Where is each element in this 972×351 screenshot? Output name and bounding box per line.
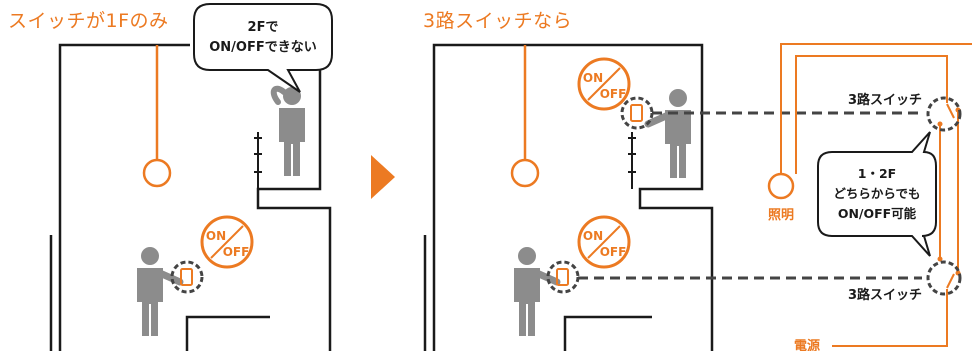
wiring — [780, 43, 972, 347]
three-way-switch-upper-icon — [926, 96, 962, 132]
power-label: 電源 — [794, 338, 820, 351]
left-badge-off: OFF — [223, 245, 250, 259]
switch-upper-label: 3路スイッチ — [848, 92, 922, 108]
switch-contacts — [937, 107, 961, 276]
arrow-right-icon — [371, 155, 395, 199]
right-person-1f-icon — [514, 247, 561, 336]
light-label: 照明 — [768, 208, 794, 223]
right-badge-lower-on: ON — [583, 229, 603, 243]
right-on-off-badge-upper: ON OFF — [577, 57, 631, 111]
right-person-2f-icon — [644, 89, 691, 178]
left-badge-on: ON — [206, 229, 226, 243]
right-house-walls — [423, 43, 714, 351]
left-on-off-badge: ON OFF — [200, 215, 254, 269]
left-person-1f-icon — [137, 247, 184, 336]
right-light-icon — [510, 45, 540, 188]
right-title: 3路スイッチなら — [423, 10, 573, 32]
left-title: スイッチが1Fのみ — [8, 10, 169, 32]
left-light-icon — [142, 45, 172, 188]
right-bubble-line1: 1・2F — [858, 166, 896, 181]
right-on-off-badge-lower: ON OFF — [577, 215, 631, 269]
left-speech-bubble: 2Fで ON/OFFできない — [193, 3, 333, 93]
left-switch-icon — [170, 260, 204, 294]
three-way-switch-lower-icon — [926, 260, 962, 296]
right-badge-upper-off: OFF — [600, 87, 627, 101]
left-stair-marks — [254, 132, 262, 189]
right-bubble-line2: どちらからでも — [833, 186, 920, 201]
right-switch-upper-icon — [620, 96, 654, 130]
left-bubble-line2: ON/OFFできない — [209, 40, 317, 55]
dashed-connections — [578, 111, 922, 280]
right-speech-bubble: 1・2F どちらからでも ON/OFF可能 — [817, 131, 937, 257]
circuit-light-icon — [767, 172, 795, 200]
right-badge-lower-off: OFF — [600, 245, 627, 259]
right-stair-marks — [628, 132, 636, 189]
left-bubble-line1: 2Fで — [248, 20, 279, 35]
left-person-2f-icon — [270, 85, 305, 176]
right-bubble-line3: ON/OFF可能 — [838, 206, 917, 221]
switch-lower-label: 3路スイッチ — [848, 287, 922, 303]
right-badge-upper-on: ON — [583, 71, 603, 85]
